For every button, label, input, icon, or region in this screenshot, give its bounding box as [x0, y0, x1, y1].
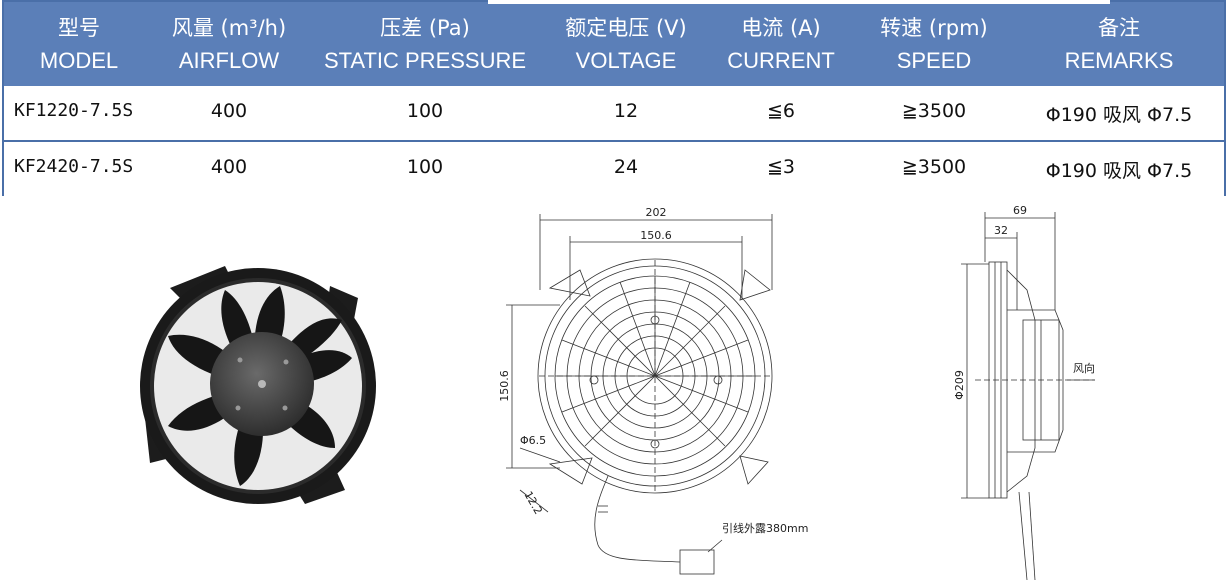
dim-hole-label: Φ6.5: [520, 434, 546, 447]
header-model: 型号 MODEL: [4, 2, 154, 86]
header-current-en: CURRENT: [727, 48, 835, 73]
table-row: KF1220-7.5S 400 100 12 ≦6 ≧3500 Φ190 吸风 …: [4, 86, 1224, 142]
cell-speed: ≧3500: [901, 100, 967, 122]
dim-offset-label: 32: [994, 224, 1008, 237]
header-model-cn: 型号: [58, 16, 100, 40]
cell-pressure: 100: [406, 100, 444, 122]
front-view-drawing: 202 150.6 150.6 Φ6.5 12.2 引线外露380mm: [498, 206, 808, 575]
header-pressure-en: STATIC PRESSURE: [323, 48, 527, 73]
header-remarks: 备注 REMARKS: [1012, 2, 1226, 86]
fan-photo: [140, 266, 376, 504]
cell-pressure: 100: [406, 156, 444, 178]
header-remarks-cn: 备注: [1098, 16, 1140, 40]
header-remarks-en: REMARKS: [1064, 48, 1174, 73]
cell-airflow: 400: [210, 156, 248, 178]
table-row: KF2420-7.5S 400 100 24 ≦3 ≧3500 Φ190 吸风 …: [4, 142, 1224, 196]
header-airflow-cn: 风量 (m³/h): [171, 16, 287, 40]
wire-note-label: 引线外露380mm: [722, 521, 808, 535]
header-speed-en: SPEED: [896, 48, 972, 73]
header-speed-cn: 转速 (rpm): [880, 16, 988, 40]
dim-dia-label: Φ209: [953, 370, 966, 400]
cell-model: KF2420-7.5S: [14, 156, 134, 177]
header-model-en: MODEL: [39, 48, 119, 73]
header-voltage-en: VOLTAGE: [575, 48, 677, 73]
dim-slot-label: 12.2: [521, 489, 545, 517]
cell-current: ≦6: [766, 100, 795, 122]
header-speed: 转速 (rpm) SPEED: [856, 2, 1012, 86]
table-header: 型号 MODEL 风量 (m³/h) AIRFLOW 压差 (Pa) STATI…: [4, 2, 1224, 86]
cell-speed: ≧3500: [901, 156, 967, 178]
cell-remarks: Φ190 吸风 Φ7.5: [1045, 104, 1193, 126]
cell-airflow: 400: [210, 100, 248, 122]
cell-remarks: Φ190 吸风 Φ7.5: [1045, 160, 1193, 182]
cell-current: ≦3: [766, 156, 795, 178]
header-voltage-cn: 额定电压 (V): [565, 16, 687, 40]
header-current: 电流 (A) CURRENT: [706, 2, 856, 86]
dim-depth-label: 69: [1013, 204, 1027, 217]
header-voltage: 额定电压 (V) VOLTAGE: [546, 2, 706, 86]
spec-table: 型号 MODEL 风量 (m³/h) AIRFLOW 压差 (Pa) STATI…: [2, 0, 1226, 196]
airflow-direction-label: 风向: [1073, 361, 1095, 375]
cell-voltage: 24: [613, 156, 639, 178]
dim-inner-label: 150.6: [640, 229, 672, 242]
header-airflow-en: AIRFLOW: [178, 48, 280, 73]
cell-model: KF1220-7.5S: [14, 100, 134, 121]
header-pressure-cn: 压差 (Pa): [380, 16, 470, 40]
header-airflow: 风量 (m³/h) AIRFLOW: [154, 2, 304, 86]
side-view-drawing: 69 32 Φ209 风向: [953, 204, 1095, 581]
cell-voltage: 12: [613, 100, 639, 122]
dim-width-label: 202: [646, 206, 667, 219]
header-current-cn: 电流 (A): [741, 16, 821, 40]
dim-height-label: 150.6: [498, 370, 511, 402]
top-strip: [488, 0, 1110, 4]
header-pressure: 压差 (Pa) STATIC PRESSURE: [304, 2, 546, 86]
